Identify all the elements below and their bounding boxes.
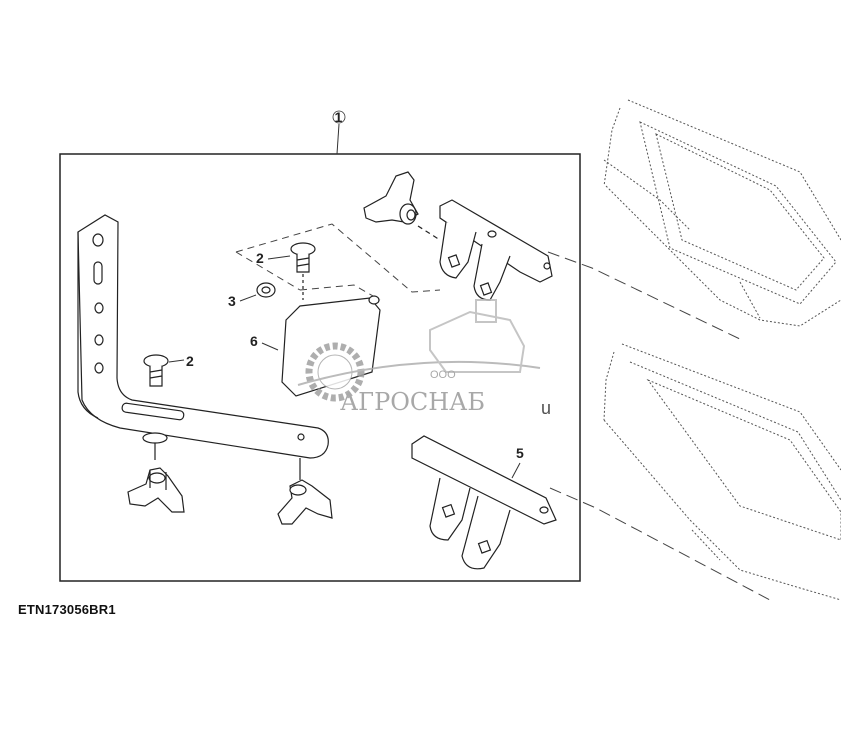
figure-id: ETN173056BR1 [18,602,116,617]
knob-upper [363,171,419,225]
callout-2a-label: 2 [256,250,264,266]
callout-3-label: 3 [228,293,236,309]
callout-2-upper: 2 [256,250,291,266]
callout-1: 1 [332,109,346,155]
hidden-outline-group [235,223,441,301]
callout-5: 5 [511,445,524,479]
watermark-name: АГРОСНАБ [340,388,485,416]
callout-6-label: 6 [250,333,258,349]
display-upper [603,99,841,327]
kit-frame [59,153,581,582]
callout-5-label: 5 [516,445,524,461]
callout-1-label: 1 [335,109,343,125]
watermark-prefix: ООО [430,369,456,381]
callout-2-lower: 2 [168,353,194,369]
bracket-upper [417,199,553,301]
washer [256,282,276,298]
l-bracket [77,214,329,459]
callout-2b-label: 2 [186,353,194,369]
watermark-suffix: u [541,398,551,418]
knob-left [127,467,185,513]
bracket-stud-left [142,432,168,460]
assembly-leaders [547,251,771,601]
screw-lower [143,354,169,387]
screw-upper [290,242,316,300]
display-lower [603,343,841,601]
bracket-lower [411,435,557,570]
watermark-logo: ООО АГРОСНАБ u [297,299,551,418]
callout-6: 6 [250,333,279,351]
knob-right [277,458,333,525]
callout-3: 3 [228,293,257,309]
